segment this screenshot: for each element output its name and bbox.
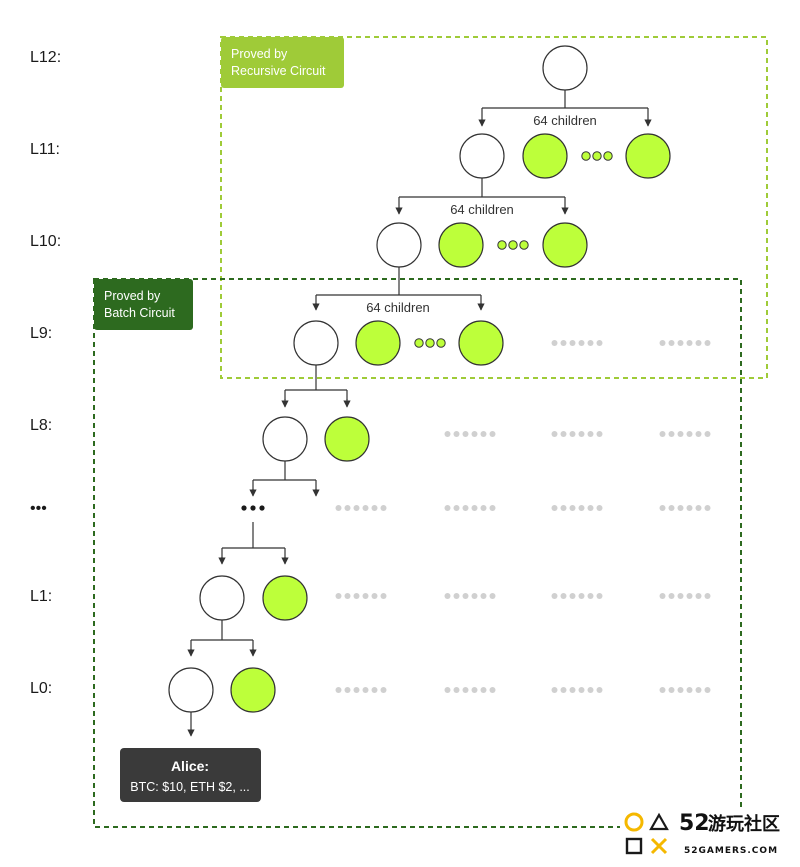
leaf-card-detail: BTC: $10, ETH $2, ... bbox=[130, 780, 250, 794]
node-l9-white bbox=[293, 320, 339, 366]
connector-l8 bbox=[252, 461, 317, 490]
children-count-l10: 64 children bbox=[450, 202, 514, 217]
level-label-l1: L1: bbox=[30, 588, 52, 605]
omitted-nodes-dots bbox=[659, 505, 711, 511]
omitted-nodes-dots bbox=[551, 505, 603, 511]
omitted-node-placeholders bbox=[335, 340, 711, 693]
leaf-card-title: Alice: bbox=[171, 758, 209, 774]
tree-connectors bbox=[187, 90, 652, 737]
omitted-nodes-dots bbox=[444, 687, 496, 693]
batch-tag-line2: Batch Circuit bbox=[104, 306, 175, 320]
connector-ellipsis bbox=[221, 522, 286, 558]
batch-circuit-region bbox=[93, 278, 742, 828]
connector-l11 bbox=[398, 178, 566, 211]
level-label-ellipsis: ••• bbox=[30, 500, 47, 517]
omitted-nodes-dots bbox=[551, 687, 603, 693]
recursive-circuit-region bbox=[220, 36, 768, 379]
logo-triangle-icon bbox=[649, 812, 669, 831]
omitted-nodes-dots bbox=[335, 505, 387, 511]
node-l10-green bbox=[438, 222, 484, 268]
batch-circuit-tag: Proved by Batch Circuit bbox=[94, 279, 193, 330]
batch-tag-line1: Proved by bbox=[104, 289, 161, 303]
watermark-chinese: 游玩社区 bbox=[708, 813, 780, 835]
recursive-tag-line1: Proved by bbox=[231, 47, 288, 61]
omitted-nodes-dots bbox=[659, 593, 711, 599]
watermark-logo: 52 游玩社区 52GAMERS.COM bbox=[620, 810, 800, 867]
node-l12-root bbox=[542, 45, 588, 91]
watermark-number: 52 bbox=[679, 811, 710, 836]
omitted-nodes-dots bbox=[335, 687, 387, 693]
tree-nodes bbox=[168, 45, 671, 713]
omitted-nodes-dots bbox=[659, 340, 711, 346]
node-l0-green bbox=[230, 667, 276, 713]
omitted-nodes-dots bbox=[551, 593, 603, 599]
level-label-l10: L10: bbox=[30, 233, 61, 250]
node-l1-white bbox=[199, 575, 245, 621]
omitted-nodes-dots bbox=[551, 431, 603, 437]
connector-l9 bbox=[284, 365, 348, 400]
children-count-l9: 64 children bbox=[366, 300, 430, 315]
node-l1-green bbox=[262, 575, 308, 621]
node-l9-green-last bbox=[458, 320, 504, 366]
level-label-l12: L12: bbox=[30, 49, 61, 66]
node-l10-white bbox=[376, 222, 422, 268]
omitted-nodes-dots bbox=[335, 593, 387, 599]
logo-square-icon bbox=[625, 837, 643, 855]
level-label-l8: L8: bbox=[30, 417, 52, 434]
level-label-l9: L9: bbox=[30, 325, 52, 342]
children-count-l11: 64 children bbox=[533, 113, 597, 128]
omitted-nodes-dots bbox=[659, 687, 711, 693]
sibling-ellipsis-dots bbox=[414, 151, 613, 348]
recursive-tag-line2: Recursive Circuit bbox=[231, 64, 326, 78]
connector-l10 bbox=[315, 267, 482, 305]
node-l11-green-last bbox=[625, 133, 671, 179]
omitted-nodes-dots bbox=[444, 593, 496, 599]
recursive-circuit-tag: Proved by Recursive Circuit bbox=[221, 37, 344, 88]
level-label-l11: L11: bbox=[30, 141, 60, 158]
omitted-nodes-dots bbox=[551, 340, 603, 346]
omitted-nodes-dots bbox=[444, 505, 496, 511]
connector-l12 bbox=[481, 90, 649, 125]
level-labels: L12: L11: L10: L9: L8: ••• L1: L0: bbox=[30, 49, 61, 697]
logo-cross-icon bbox=[650, 837, 668, 855]
node-l8-white bbox=[262, 416, 308, 462]
node-l8-green bbox=[324, 416, 370, 462]
leaf-account-card: Alice: BTC: $10, ETH $2, ... bbox=[120, 748, 261, 802]
node-l9-green bbox=[355, 320, 401, 366]
tree-ellipsis bbox=[241, 505, 265, 511]
watermark-domain: 52GAMERS.COM bbox=[684, 846, 778, 856]
omitted-nodes-dots bbox=[444, 431, 496, 437]
level-label-l0: L0: bbox=[30, 680, 52, 697]
connector-l1 bbox=[190, 620, 254, 650]
omitted-nodes-dots bbox=[659, 431, 711, 437]
node-l11-white bbox=[459, 133, 505, 179]
node-l11-green bbox=[522, 133, 568, 179]
node-l0-white bbox=[168, 667, 214, 713]
logo-circle-icon bbox=[624, 812, 644, 832]
node-l10-green-last bbox=[542, 222, 588, 268]
